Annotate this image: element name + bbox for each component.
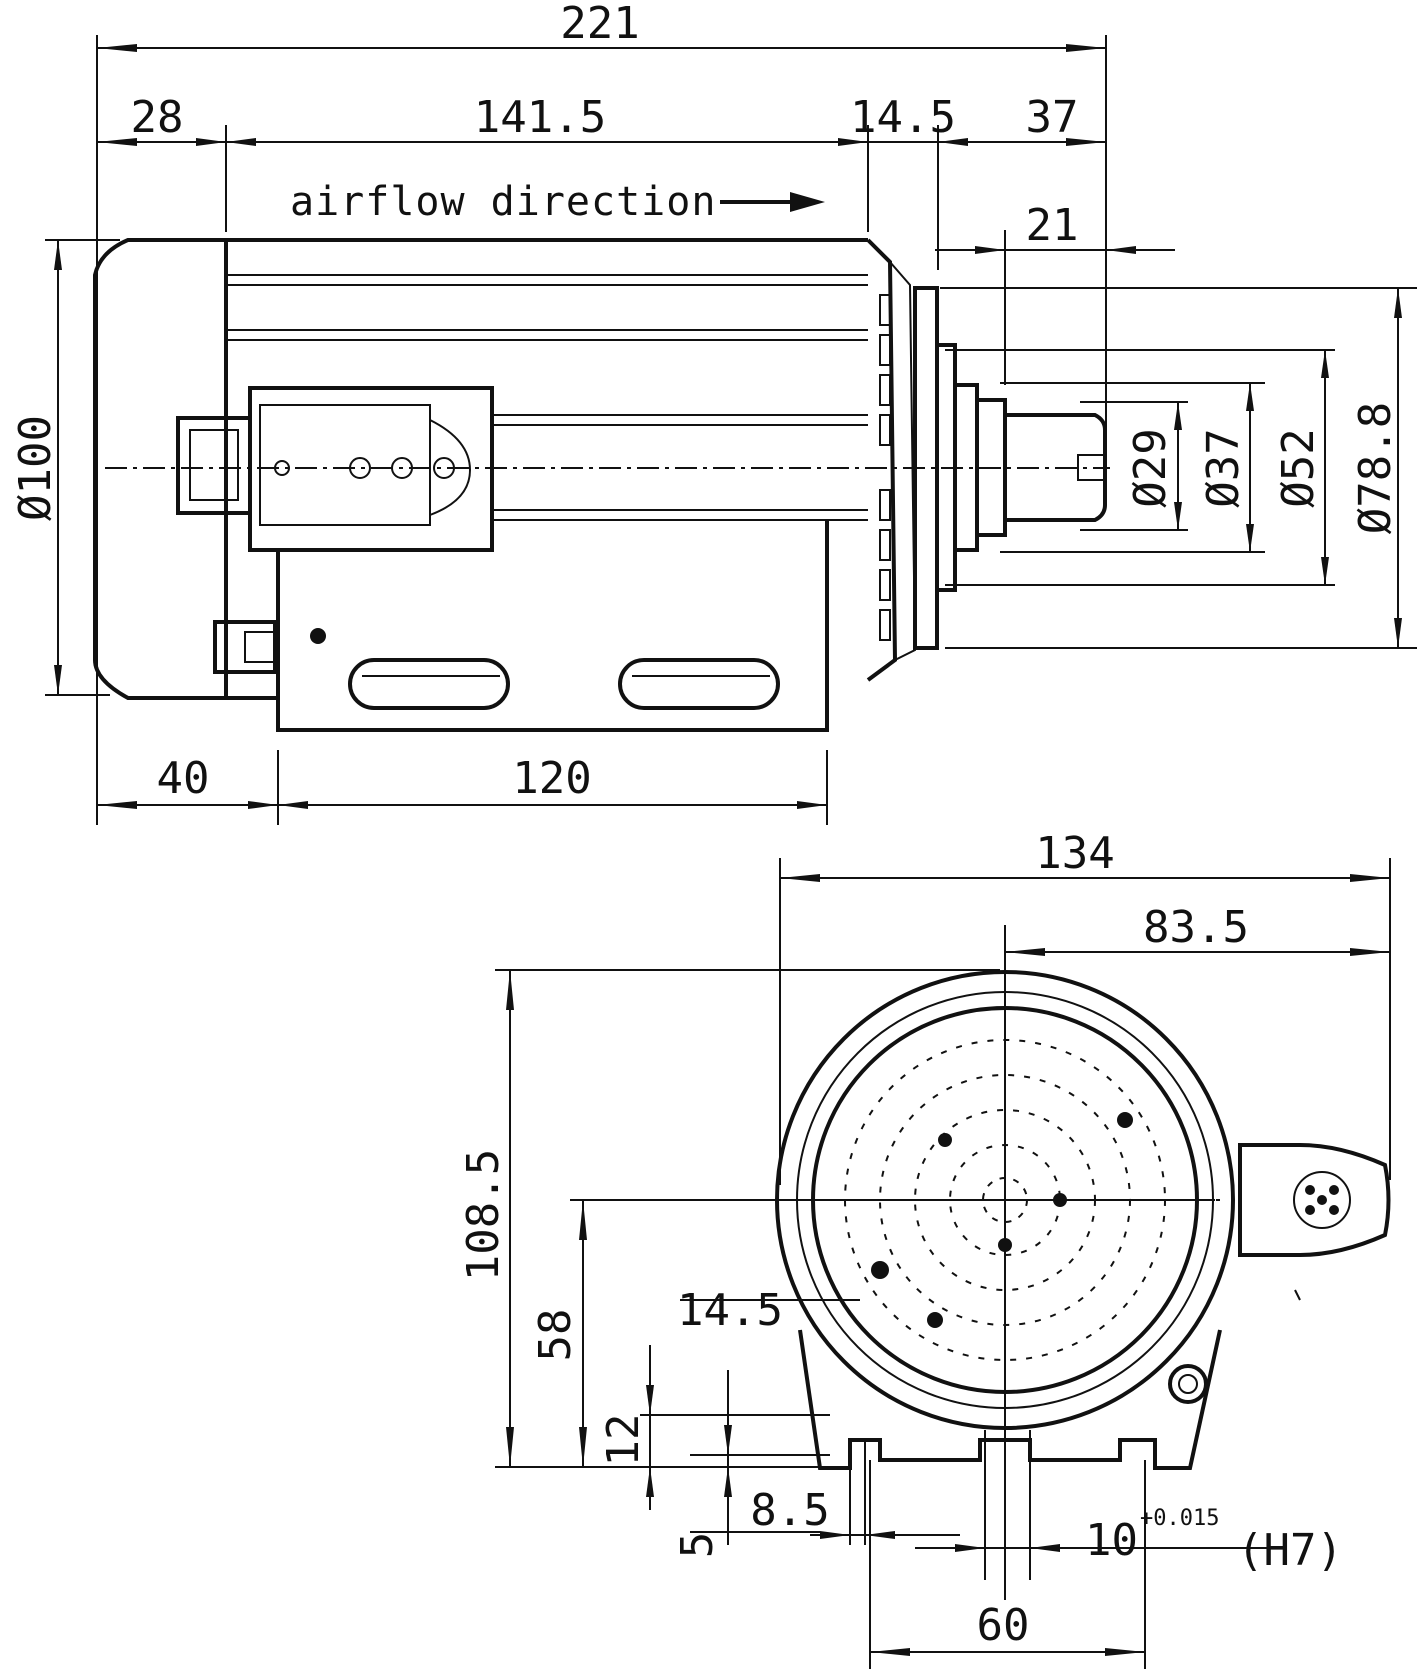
dim-slot-tolerance: +0.015 [1140,1506,1219,1531]
dim-rail-height: 12 [598,1414,649,1467]
dim-base-length: 120 [512,753,591,804]
dim-rail-spacing: 60 [977,1600,1030,1651]
dim-overall-length: 221 [560,0,639,49]
dim-nose-length: 21 [1026,200,1079,251]
dim-segment-4: 37 [1026,92,1079,143]
dim-front-width: 134 [1035,828,1114,879]
airflow-arrow-icon [720,192,825,212]
dim-slot-fit: (H7) [1237,1525,1343,1576]
dim-front-height: 108.5 [458,1149,509,1281]
dim-diameter-52: Ø52 [1273,428,1324,507]
dim-segment-2: 141.5 [474,92,606,143]
dim-rail-width: 8.5 [750,1485,829,1536]
front-dimension-lines [506,874,1390,1656]
front-view: 134 83.5 108.5 58 14.5 12 8.5 5 10 +0.01… [458,828,1391,1669]
dim-segment-1: 28 [131,92,184,143]
dim-diameter-37: Ø37 [1198,428,1249,507]
dim-center-offset: 83.5 [1143,902,1249,953]
side-view: 221 28 141.5 14.5 37 airflow direction 2… [10,0,1417,825]
flange-slots [879,294,891,641]
airflow-label: airflow direction [290,179,716,225]
dim-rail-offset: 14.5 [677,1285,783,1336]
dim-body-diameter: Ø100 [10,415,61,521]
terminal-connector [1238,1143,1391,1257]
dim-slot-base: 10 [1085,1515,1138,1566]
dim-diameter-78-8: Ø78.8 [1350,402,1401,534]
mounting-base [213,520,829,732]
dim-diameter-29: Ø29 [1125,428,1176,507]
dimension-lines [45,44,1417,809]
grounding-screw-icon [1168,1364,1208,1404]
dim-axis-height: 58 [530,1309,581,1362]
dim-rail-depth: 5 [672,1532,723,1559]
dim-segment-3: 14.5 [850,92,956,143]
dim-base-offset: 40 [157,753,210,804]
